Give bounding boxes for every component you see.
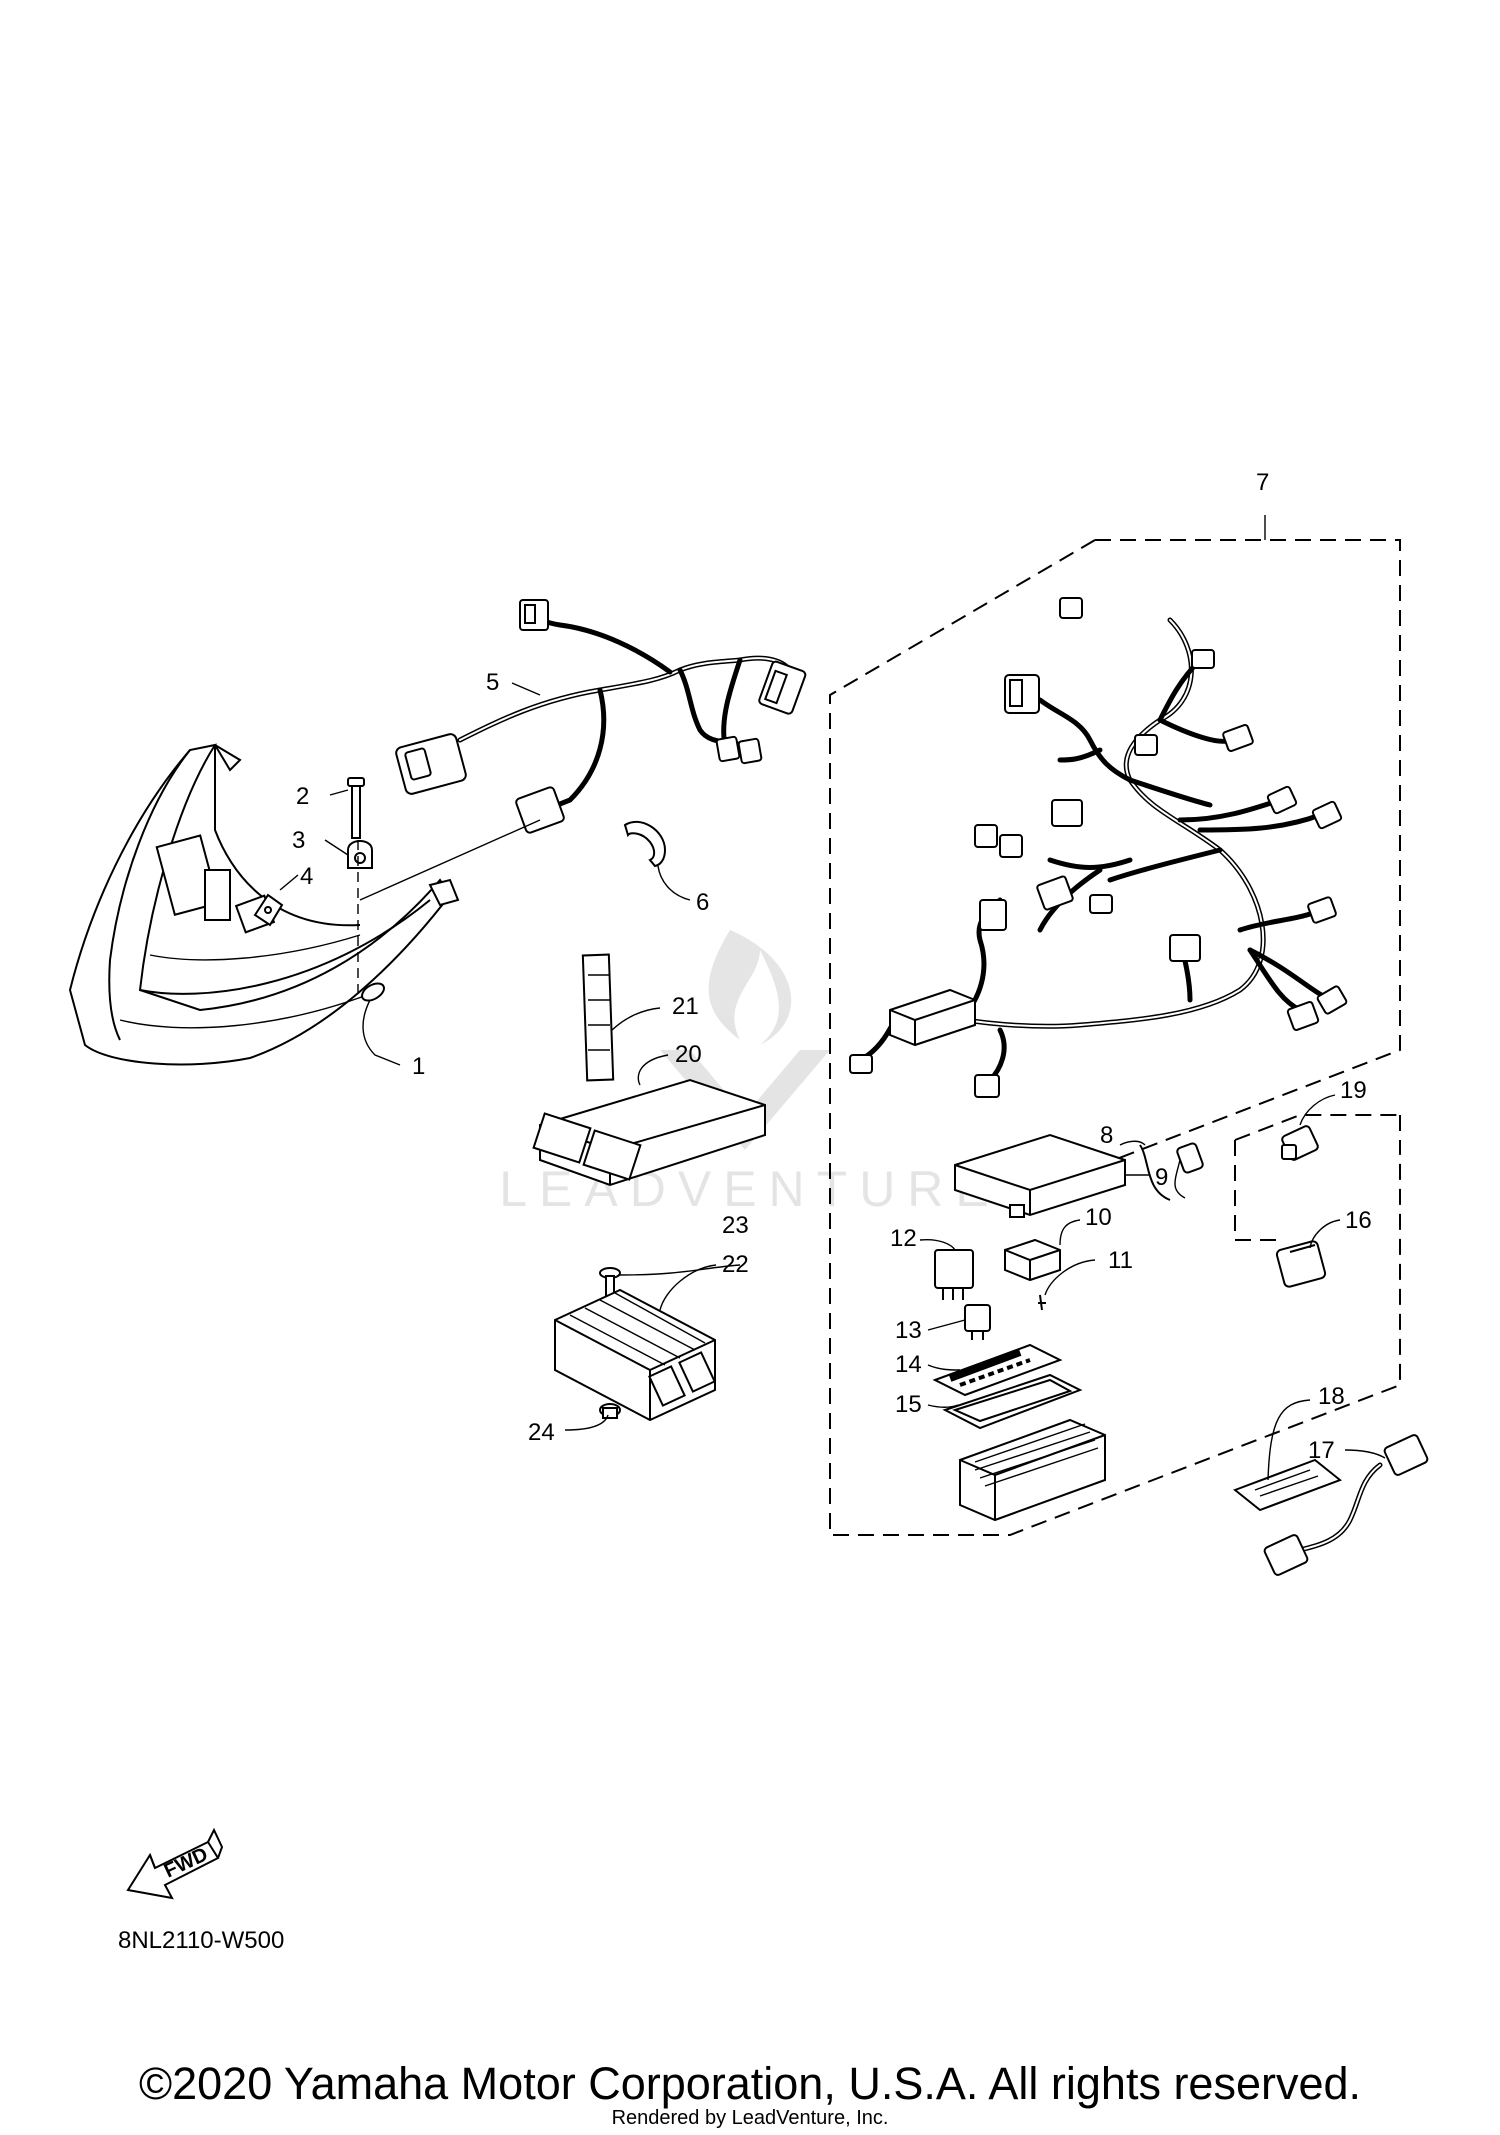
callout-20[interactable]: 20: [675, 1041, 702, 1068]
fuse-block-base: [959, 1418, 1106, 1522]
part-fuse-box-9[interactable]: [954, 1133, 1126, 1218]
callout-6[interactable]: 6: [696, 889, 709, 916]
part-sheet-18[interactable]: [1233, 1458, 1342, 1512]
rendered-by-notice: Rendered by LeadVenture, Inc.: [611, 2107, 889, 2129]
part-terminal-11[interactable]: [1038, 1294, 1046, 1311]
part-cover-15[interactable]: [942, 1373, 1083, 1430]
drawing-code: 8NL2110-W500: [118, 1927, 284, 1954]
callout-23[interactable]: 23: [722, 1212, 749, 1239]
callout-3[interactable]: 3: [292, 827, 305, 854]
part-relay-10[interactable]: [1004, 1238, 1061, 1282]
callout-8[interactable]: 8: [1100, 1122, 1113, 1149]
fwd-arrow-icon: FWD: [126, 1827, 224, 1900]
callout-4[interactable]: 4: [300, 863, 313, 890]
callout-24[interactable]: 24: [528, 1419, 555, 1446]
callout-15[interactable]: 15: [895, 1391, 922, 1418]
callout-11[interactable]: 11: [1108, 1247, 1133, 1274]
callout-16[interactable]: 16: [1345, 1207, 1372, 1234]
part-connector-16[interactable]: [1275, 1240, 1327, 1288]
part-lead-17[interactable]: [1263, 1434, 1429, 1576]
part-band-6[interactable]: [623, 820, 667, 868]
callout-19[interactable]: 19: [1340, 1077, 1367, 1104]
callout-22[interactable]: 22: [722, 1251, 749, 1278]
part-label-14[interactable]: [932, 1343, 1063, 1397]
callout-14[interactable]: 14: [895, 1351, 922, 1378]
callout-5[interactable]: 5: [486, 669, 499, 696]
callout-18[interactable]: 18: [1318, 1383, 1345, 1410]
part-bracket-4[interactable]: [253, 893, 284, 927]
callout-21[interactable]: 21: [672, 993, 699, 1020]
callout-1[interactable]: 1: [412, 1053, 425, 1080]
part-lead-8[interactable]: [1139, 1142, 1204, 1201]
callout-13[interactable]: 13: [895, 1317, 922, 1344]
callout-7[interactable]: 7: [1256, 469, 1269, 496]
part-diode-13[interactable]: [964, 1304, 991, 1340]
callout-12[interactable]: 12: [890, 1225, 917, 1252]
part-front-cowl[interactable]: [68, 743, 460, 1066]
callout-17[interactable]: 17: [1308, 1437, 1335, 1464]
callout-2[interactable]: 2: [296, 783, 309, 810]
part-clamp-3[interactable]: [347, 840, 373, 869]
fwd-label: FWD: [161, 1843, 212, 1882]
part-bolt-2[interactable]: [347, 777, 365, 839]
callouts: 1 2 3 4 5 6 7 8 9 10 11 12 13 14 15 16 1…: [292, 469, 1372, 1464]
watermark: LEADVENTURE: [499, 930, 989, 1217]
part-sub-wire-harness-5[interactable]: [395, 599, 807, 834]
part-connector-19[interactable]: [1281, 1125, 1319, 1161]
part-ecu-20[interactable]: [532, 1078, 766, 1187]
part-strip-21[interactable]: [581, 953, 615, 1082]
callout-10[interactable]: 10: [1085, 1204, 1112, 1231]
connector-group-boundary: [1234, 1114, 1401, 1241]
part-nut-24[interactable]: [599, 1403, 621, 1419]
callout-9[interactable]: 9: [1155, 1164, 1168, 1191]
copyright-notice: ©2020 Yamaha Motor Corporation, U.S.A. A…: [138, 2058, 1362, 2109]
part-regulator-22[interactable]: [554, 1288, 716, 1422]
leader-lines: [279, 682, 1386, 1481]
part-main-wire-harness-7[interactable]: [849, 597, 1348, 1098]
part-relay-12[interactable]: [934, 1249, 974, 1300]
harness-7-boundary: [829, 539, 1401, 1536]
